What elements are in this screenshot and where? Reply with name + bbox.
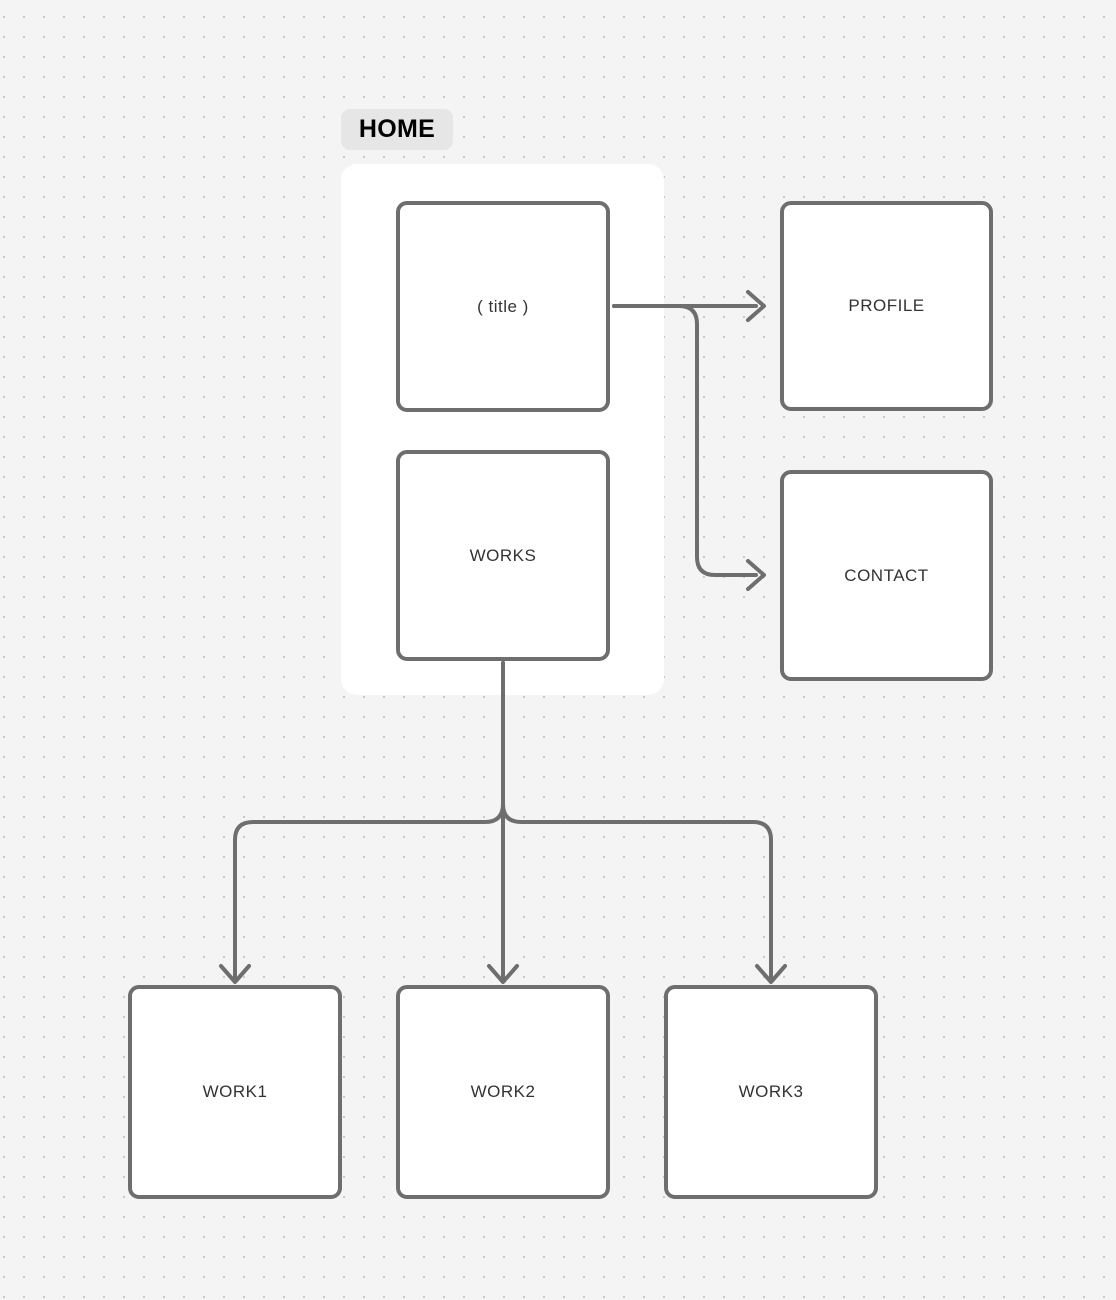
home-group-label-text: HOME [358, 115, 436, 143]
arrowhead-arrow-work1 [219, 964, 251, 984]
arrowhead-arrow-contact [746, 559, 766, 591]
node-work2[interactable]: WORK2 [396, 985, 610, 1199]
arrowhead-arrow-work2 [487, 964, 519, 984]
node-label-work2: WORK2 [470, 1082, 536, 1101]
arrowhead-arrow-profile [746, 290, 766, 322]
node-works[interactable]: WORKS [396, 450, 610, 661]
node-label-work3: WORK3 [738, 1082, 804, 1101]
node-work3[interactable]: WORK3 [664, 985, 878, 1199]
node-label-works: WORKS [469, 545, 537, 565]
edge-works-to-work1 [233, 661, 505, 979]
node-contact[interactable]: CONTACT [780, 470, 993, 681]
node-label-contact: CONTACT [844, 565, 929, 585]
node-work1[interactable]: WORK1 [128, 985, 342, 1199]
node-title[interactable]: ( title ) [396, 201, 610, 412]
home-group-label[interactable]: HOME [341, 109, 453, 150]
node-label-profile: PROFILE [848, 296, 925, 315]
node-label-work1: WORK1 [202, 1082, 268, 1101]
node-label-title: ( title ) [477, 296, 529, 316]
arrowhead-arrow-work3 [755, 964, 787, 984]
edge-works-to-work3 [501, 661, 773, 979]
node-profile[interactable]: PROFILE [780, 201, 993, 411]
